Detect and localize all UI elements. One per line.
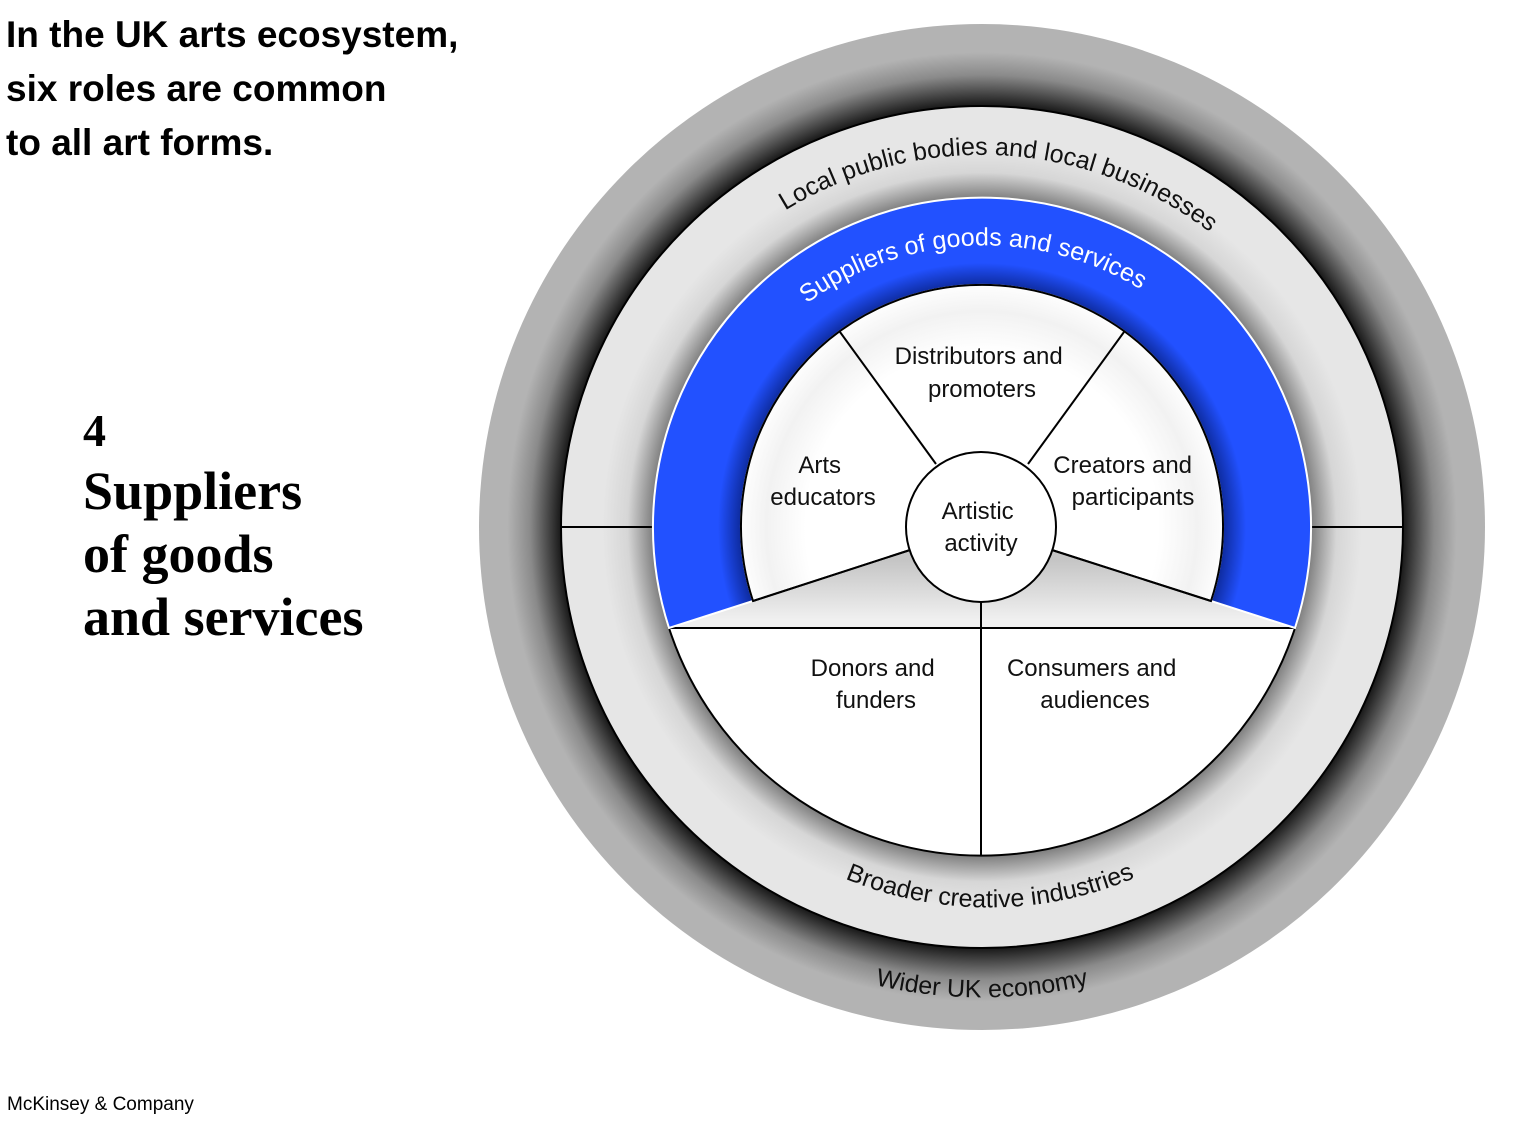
headline-line-2: six roles are common (6, 68, 387, 109)
segment-creators-line-2: participants (1072, 484, 1195, 511)
segment-educators: Arts educators (770, 452, 875, 511)
center-label-line-1: Artistic (942, 498, 1014, 525)
role-name-line-1: Suppliers (83, 461, 303, 521)
segment-educators-line-1: Arts (798, 452, 841, 479)
divider-distributors-creators (1027, 331, 1125, 465)
segment-distributors-line-2: promoters (928, 376, 1036, 403)
segment-consumers-line-2: audiences (1040, 687, 1149, 714)
divider-creators-consumers (1051, 549, 1212, 602)
role-highlight: 4 Suppliers of goods and services (83, 402, 363, 649)
role-name: Suppliers of goods and services (83, 460, 363, 649)
center-label: Artistic activity (942, 498, 1021, 557)
divider-educators-donors (752, 549, 911, 602)
segment-distributors: Distributors and promoters (895, 343, 1070, 403)
segment-donors-line-1: Donors and (811, 655, 935, 682)
segment-donors: Donors and funders (811, 655, 942, 714)
divider-educators-distributors (839, 331, 937, 465)
segment-consumers-line-1: Consumers and (1007, 655, 1176, 682)
center-label-line-2: activity (944, 530, 1017, 557)
headline-line-1: In the UK arts ecosystem, (6, 14, 459, 55)
role-number: 4 (83, 405, 106, 456)
segment-educators-line-2: educators (770, 484, 875, 511)
segment-distributors-line-1: Distributors and (895, 343, 1063, 370)
footer-brand: McKinsey & Company (7, 1094, 194, 1115)
headline-line-3: to all art forms. (6, 122, 274, 163)
role-name-line-3: and services (83, 587, 364, 647)
role-name-line-2: of goods (83, 524, 274, 584)
headline: In the UK arts ecosystem, six roles are … (6, 8, 458, 170)
segment-donors-line-2: funders (836, 687, 916, 714)
segment-consumers: Consumers and audiences (1007, 655, 1183, 714)
center-circle (905, 451, 1057, 603)
segment-creators: Creators and participants (1053, 452, 1198, 511)
inner-segments-area (740, 283, 1224, 603)
segment-creators-line-1: Creators and (1053, 452, 1192, 479)
